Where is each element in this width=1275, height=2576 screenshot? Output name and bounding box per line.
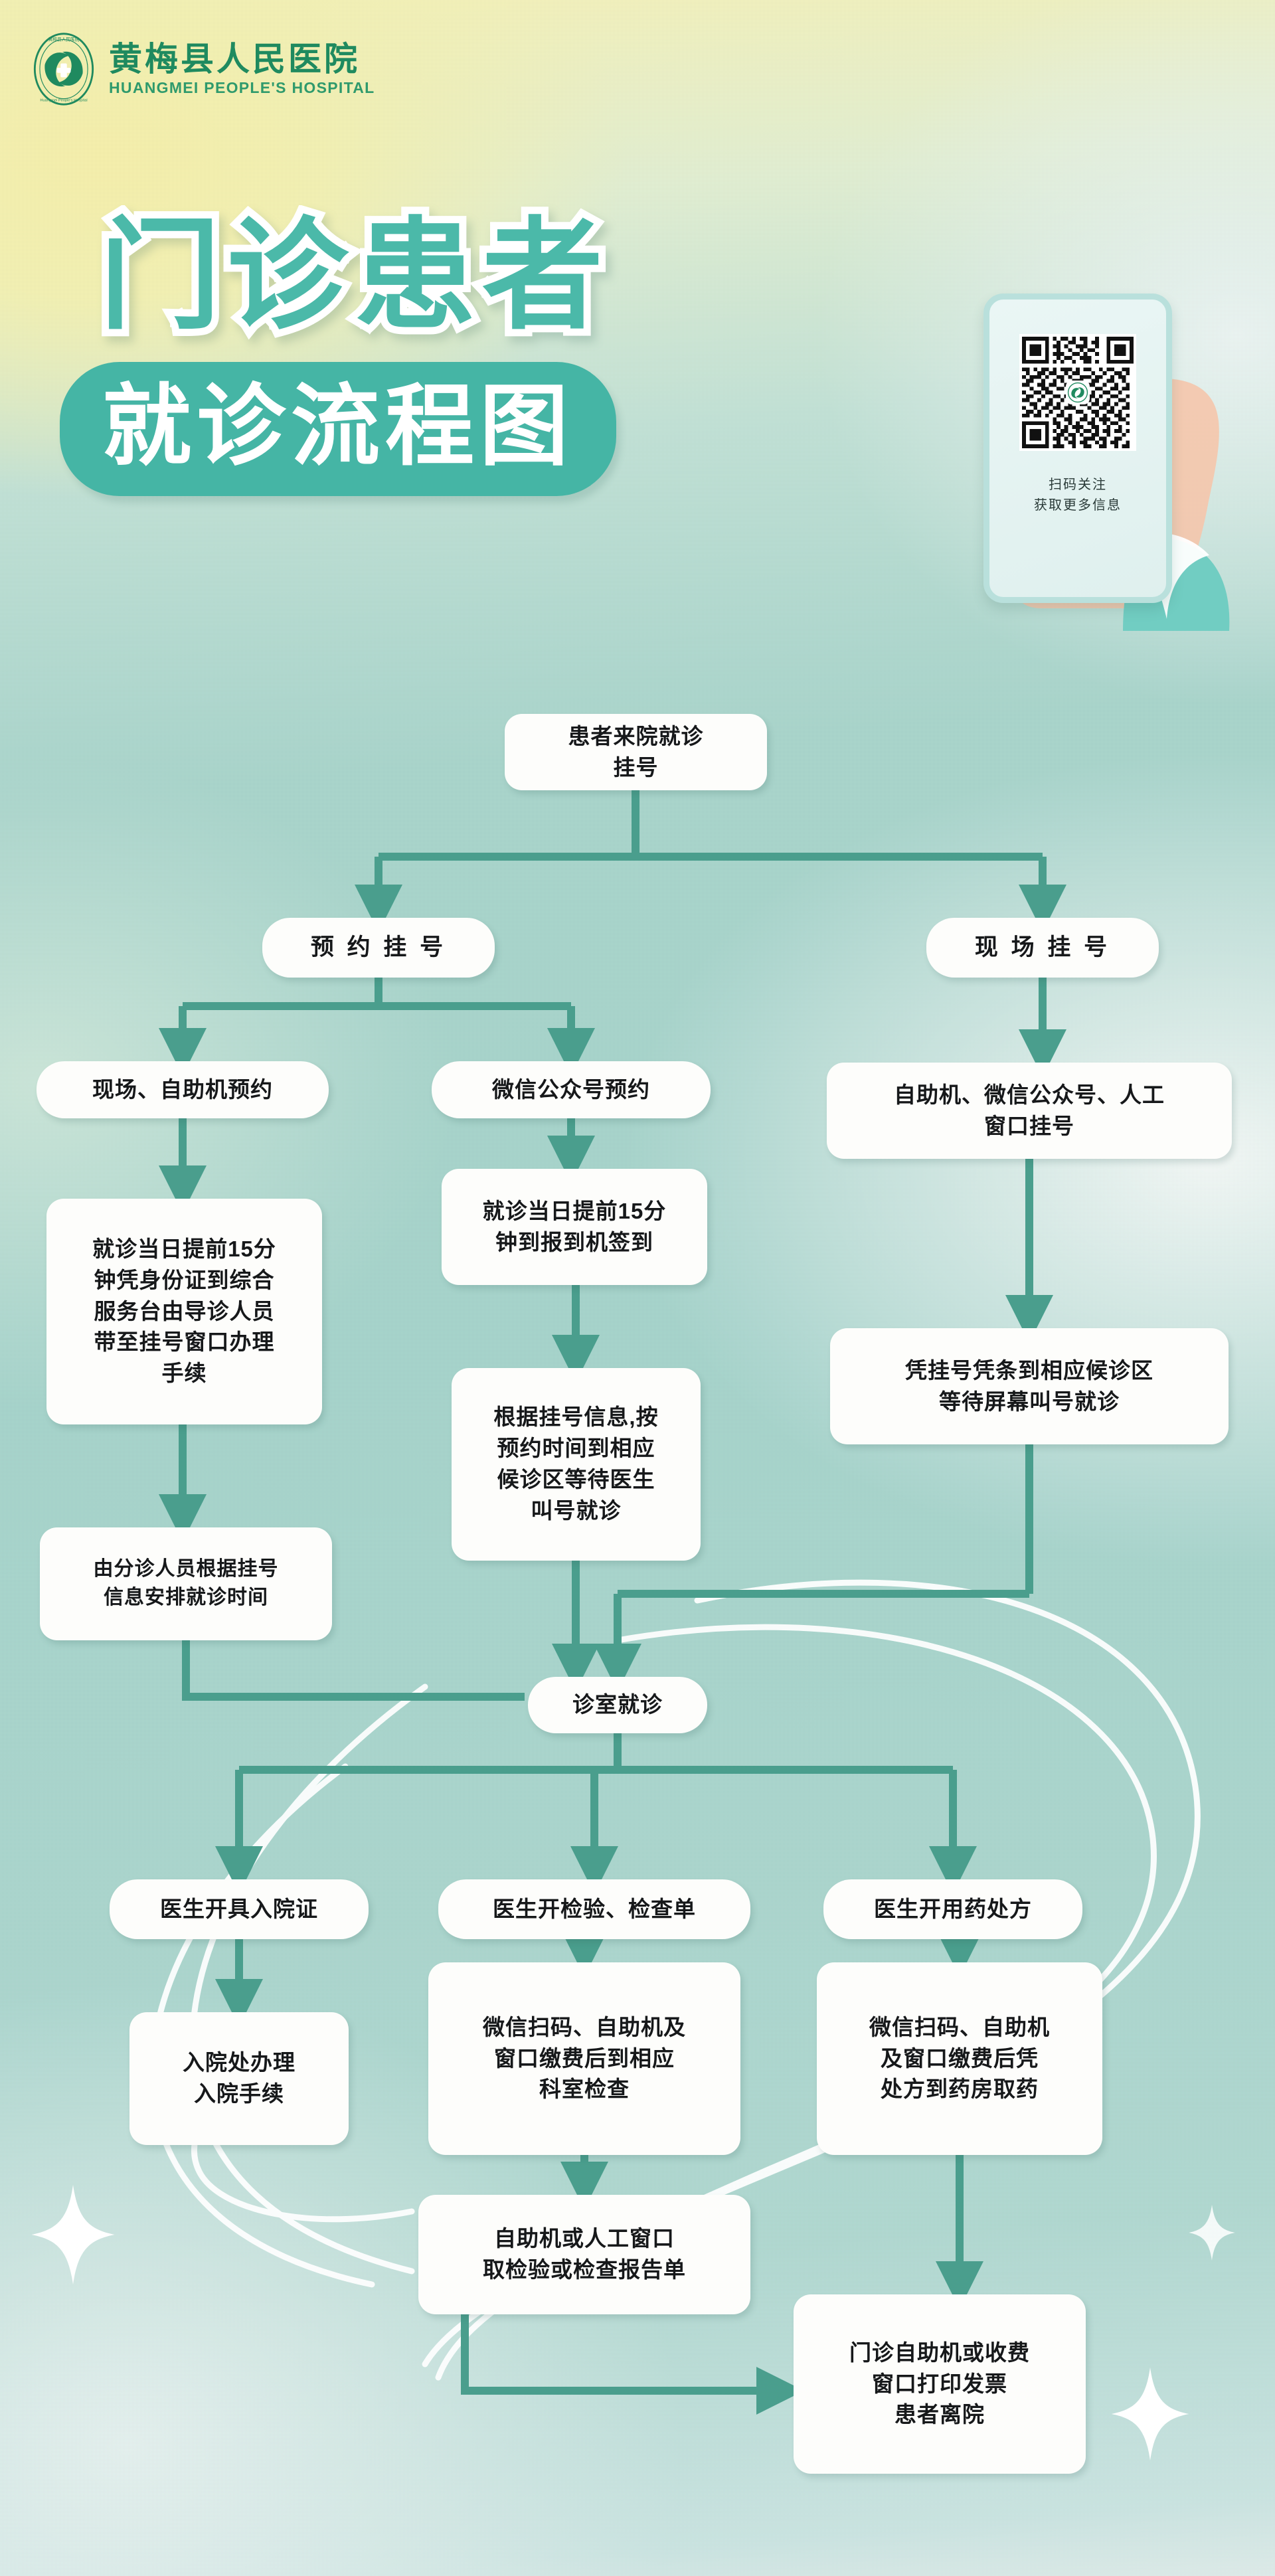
poster-title-main: 门诊患者 [92,198,610,353]
hospital-brand: 黄梅县人民医院 Huangmei People's Hospital 黄梅县人民… [32,32,375,106]
flow-node-n13: 医生开具入院证 [110,1879,369,1939]
qr-phone-panel: 扫码关注 获取更多信息 [966,279,1252,631]
flow-node-n14: 医生开检验、检查单 [438,1879,750,1939]
hospital-seal-icon: 黄梅县人民医院 Huangmei People's Hospital [33,33,94,106]
flow-node-n3: 现 场 挂 号 [926,918,1159,978]
flow-node-n4: 现场、自助机预约 [37,1061,329,1118]
flow-node-n5: 微信公众号预约 [432,1061,711,1118]
hospital-seal-icon [1067,382,1088,403]
flow-node-n16: 入院处办理 入院手续 [129,2012,349,2145]
svg-text:黄梅县人民医院: 黄梅县人民医院 [48,36,80,42]
flow-node-n2: 预 约 挂 号 [262,918,495,978]
flow-node-n10: 根据挂号信息,按 预约时间到相应 候诊区等待医生 叫号就诊 [452,1368,701,1561]
sparkle-icon [1111,2367,1189,2460]
flow-node-n9: 凭挂号凭条到相应候诊区 等待屏幕叫号就诊 [830,1328,1229,1444]
qr-caption-line1: 扫码关注 [1049,477,1107,492]
poster-title-sub: 就诊流程图 [102,375,574,478]
flow-node-n8: 就诊当日提前15分 钟到报到机签到 [442,1169,707,1285]
hospital-name-en: HUANGMEI PEOPLE'S HOSPITAL [109,79,375,96]
poster-title-pill: 就诊流程图 [60,362,617,497]
flow-node-n15: 医生开用药处方 [823,1879,1082,1939]
sparkle-icon [1189,2205,1235,2261]
qr-caption: 扫码关注 获取更多信息 [1034,475,1122,516]
phone-screen: 扫码关注 获取更多信息 [983,294,1172,603]
flow-node-n17: 微信扫码、自助机及 窗口缴费后到相应 科室检查 [428,1962,740,2155]
sparkle-icon [31,2185,115,2284]
qr-code-icon[interactable] [1019,334,1136,451]
flow-node-n1: 患者来院就诊 挂号 [505,714,767,790]
flow-node-n20: 门诊自助机或收费 窗口打印发票 患者离院 [794,2294,1086,2474]
svg-text:Huangmei People's Hospital: Huangmei People's Hospital [40,98,87,102]
flow-node-n11: 由分诊人员根据挂号 信息安排就诊时间 [40,1527,332,1640]
flow-node-n6: 自助机、微信公众号、人工 窗口挂号 [827,1063,1232,1159]
flow-node-n12: 诊室就诊 [528,1677,707,1733]
flow-node-n18: 微信扫码、自助机 及窗口缴费后凭 处方到药房取药 [817,1962,1102,2155]
qr-center-logo-icon [1066,381,1090,404]
hospital-name-cn: 黄梅县人民医院 [109,41,360,78]
qr-caption-line2: 获取更多信息 [1034,498,1122,513]
flow-node-n7: 就诊当日提前15分 钟凭身份证到综合 服务台由导诊人员 带至挂号窗口办理 手续 [46,1199,322,1424]
flow-node-n19: 自助机或人工窗口 取检验或检查报告单 [418,2195,750,2314]
